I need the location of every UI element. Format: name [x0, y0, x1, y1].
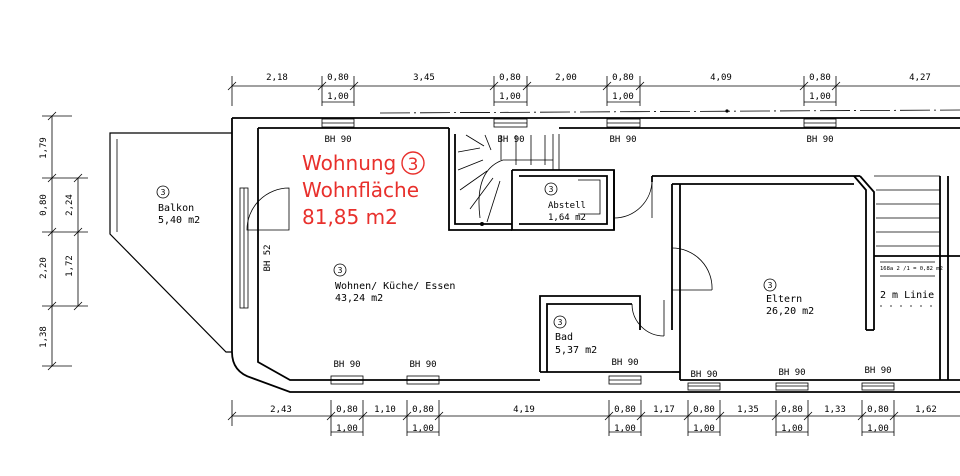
bottom-dim-9: 1,35: [737, 405, 759, 415]
bottom-dim-12: 0,80: [867, 405, 889, 415]
window-label-top-3: BH 90: [609, 135, 636, 145]
window-label-bottom-6: BH 90: [864, 366, 891, 376]
room-number: 3: [768, 281, 773, 290]
bottom-dim-8: 0,80: [693, 405, 715, 415]
top-sub-3: 1,00: [612, 92, 634, 102]
room-abstell: 3 Abstell 1,64 m2: [544, 182, 586, 223]
bottom-dim-10: 0,80: [781, 405, 803, 415]
bottom-sub-1: 1,00: [336, 424, 358, 434]
left-dimension-chain: 1,79 0,80 2,20 1,38 2,24 1,72: [39, 111, 88, 371]
left-dim-4: 1,38: [39, 326, 49, 348]
window-label-top-4: BH 90: [806, 135, 833, 145]
bottom-dim-4: 0,80: [412, 405, 434, 415]
room-name: Eltern: [766, 294, 802, 305]
top-dim-7: 4,09: [710, 73, 732, 83]
top-dim-6: 0,80: [612, 73, 634, 83]
bottom-sub-6: 1,00: [867, 424, 889, 434]
top-dim-9: 4,27: [909, 73, 931, 83]
bottom-dimension-chain: 2,43 0,80 1,10 0,80 4,19 0,80 1,17 0,80 …: [227, 400, 960, 436]
title-unit-number: 3: [408, 155, 419, 175]
room-number: 3: [549, 185, 554, 194]
bottom-dim-7: 1,17: [653, 405, 675, 415]
right-notes: 168a 2 /1 = 0,82 m2 2 m Linie: [880, 266, 943, 307]
top-dim-2: 0,80: [327, 73, 349, 83]
title-area: 81,85 m2: [302, 205, 398, 229]
window-label-top-2: BH 90: [497, 135, 524, 145]
bottom-dim-13: 1,62: [915, 405, 937, 415]
window-label-bottom-4: BH 90: [690, 370, 717, 380]
room-number: 3: [161, 188, 166, 197]
room-number: 3: [338, 266, 343, 275]
room-bad: 3 Bad 5,37 m2: [553, 315, 597, 356]
room-area: 1,64 m2: [548, 213, 586, 223]
top-sub-2: 1,00: [499, 92, 521, 102]
top-dimension-chain: 2,18 0,80 3,45 0,80 2,00 0,80 4,09 0,80 …: [227, 73, 960, 114]
title-wohnflaeche: Wohnfläche: [302, 178, 419, 202]
top-sub-4: 1,00: [809, 92, 831, 102]
bottom-windows: BH 90 BH 90 BH 90 BH 90 BH 90 BH 90 BH 5…: [263, 244, 895, 391]
left-dim-2: 0,80: [39, 194, 49, 216]
bottom-dim-11: 1,33: [824, 405, 846, 415]
left-dim-1: 1,79: [39, 137, 49, 159]
room-name: Abstell: [548, 201, 586, 211]
title-unit-circle: [401, 151, 425, 175]
bottom-dim-5: 4,19: [513, 405, 535, 415]
window-label-side: BH 52: [263, 244, 273, 271]
balcony-outline: [109, 132, 232, 353]
window-label-bottom-2: BH 90: [409, 360, 436, 370]
note-linie: 2 m Linie: [880, 290, 934, 301]
bottom-dim-1: 2,43: [270, 405, 292, 415]
room-balkon: 3 Balkon 5,40 m2: [156, 185, 200, 226]
apartment-title: Wohnung 3 Wohnfläche 81,85 m2: [302, 151, 425, 229]
room-area: 26,20 m2: [766, 306, 814, 317]
window-label-bottom-3: BH 90: [611, 358, 638, 368]
left-dim-3: 2,20: [39, 257, 49, 279]
note-small: 168a 2 /1 = 0,82 m2: [880, 266, 943, 272]
top-dim-4: 0,80: [499, 73, 521, 83]
bottom-dim-3: 1,10: [374, 405, 396, 415]
room-eltern: 3 Eltern 26,20 m2: [763, 278, 814, 317]
staircase: [448, 128, 615, 231]
room-area: 5,40 m2: [158, 215, 200, 226]
bottom-sub-4: 1,00: [693, 424, 715, 434]
room-number: 3: [558, 318, 563, 327]
top-dim-5: 2,00: [555, 73, 577, 83]
title-wohnung: Wohnung: [302, 151, 396, 175]
top-windows: BH 90 BH 90 BH 90 BH 90: [321, 118, 837, 145]
left-inner-dim-2: 1,72: [65, 255, 75, 277]
window-label-bottom-1: BH 90: [333, 360, 360, 370]
window-label-bottom-5: BH 90: [778, 368, 805, 378]
bottom-sub-5: 1,00: [781, 424, 803, 434]
bottom-sub-3: 1,00: [614, 424, 636, 434]
bottom-sub-2: 1,00: [412, 424, 434, 434]
bottom-dim-2: 0,80: [336, 405, 358, 415]
room-wohnen: 3 Wohnen/ Küche/ Essen 43,24 m2: [333, 263, 455, 304]
door-swings: [246, 179, 713, 337]
interior-walls: [613, 170, 960, 380]
room-name: Balkon: [158, 203, 194, 214]
room-area: 5,37 m2: [555, 345, 597, 356]
bottom-dim-6: 0,80: [614, 405, 636, 415]
top-dim-3: 3,45: [413, 73, 435, 83]
room-name: Wohnen/ Küche/ Essen: [335, 281, 455, 292]
room-name: Bad: [555, 332, 573, 343]
room-area: 43,24 m2: [335, 293, 383, 304]
top-sub-1: 1,00: [327, 92, 349, 102]
window-label-top-1: BH 90: [324, 135, 351, 145]
top-dim-8: 0,80: [809, 73, 831, 83]
left-inner-dim-1: 2,24: [65, 194, 75, 216]
top-dim-1: 2,18: [266, 73, 288, 83]
